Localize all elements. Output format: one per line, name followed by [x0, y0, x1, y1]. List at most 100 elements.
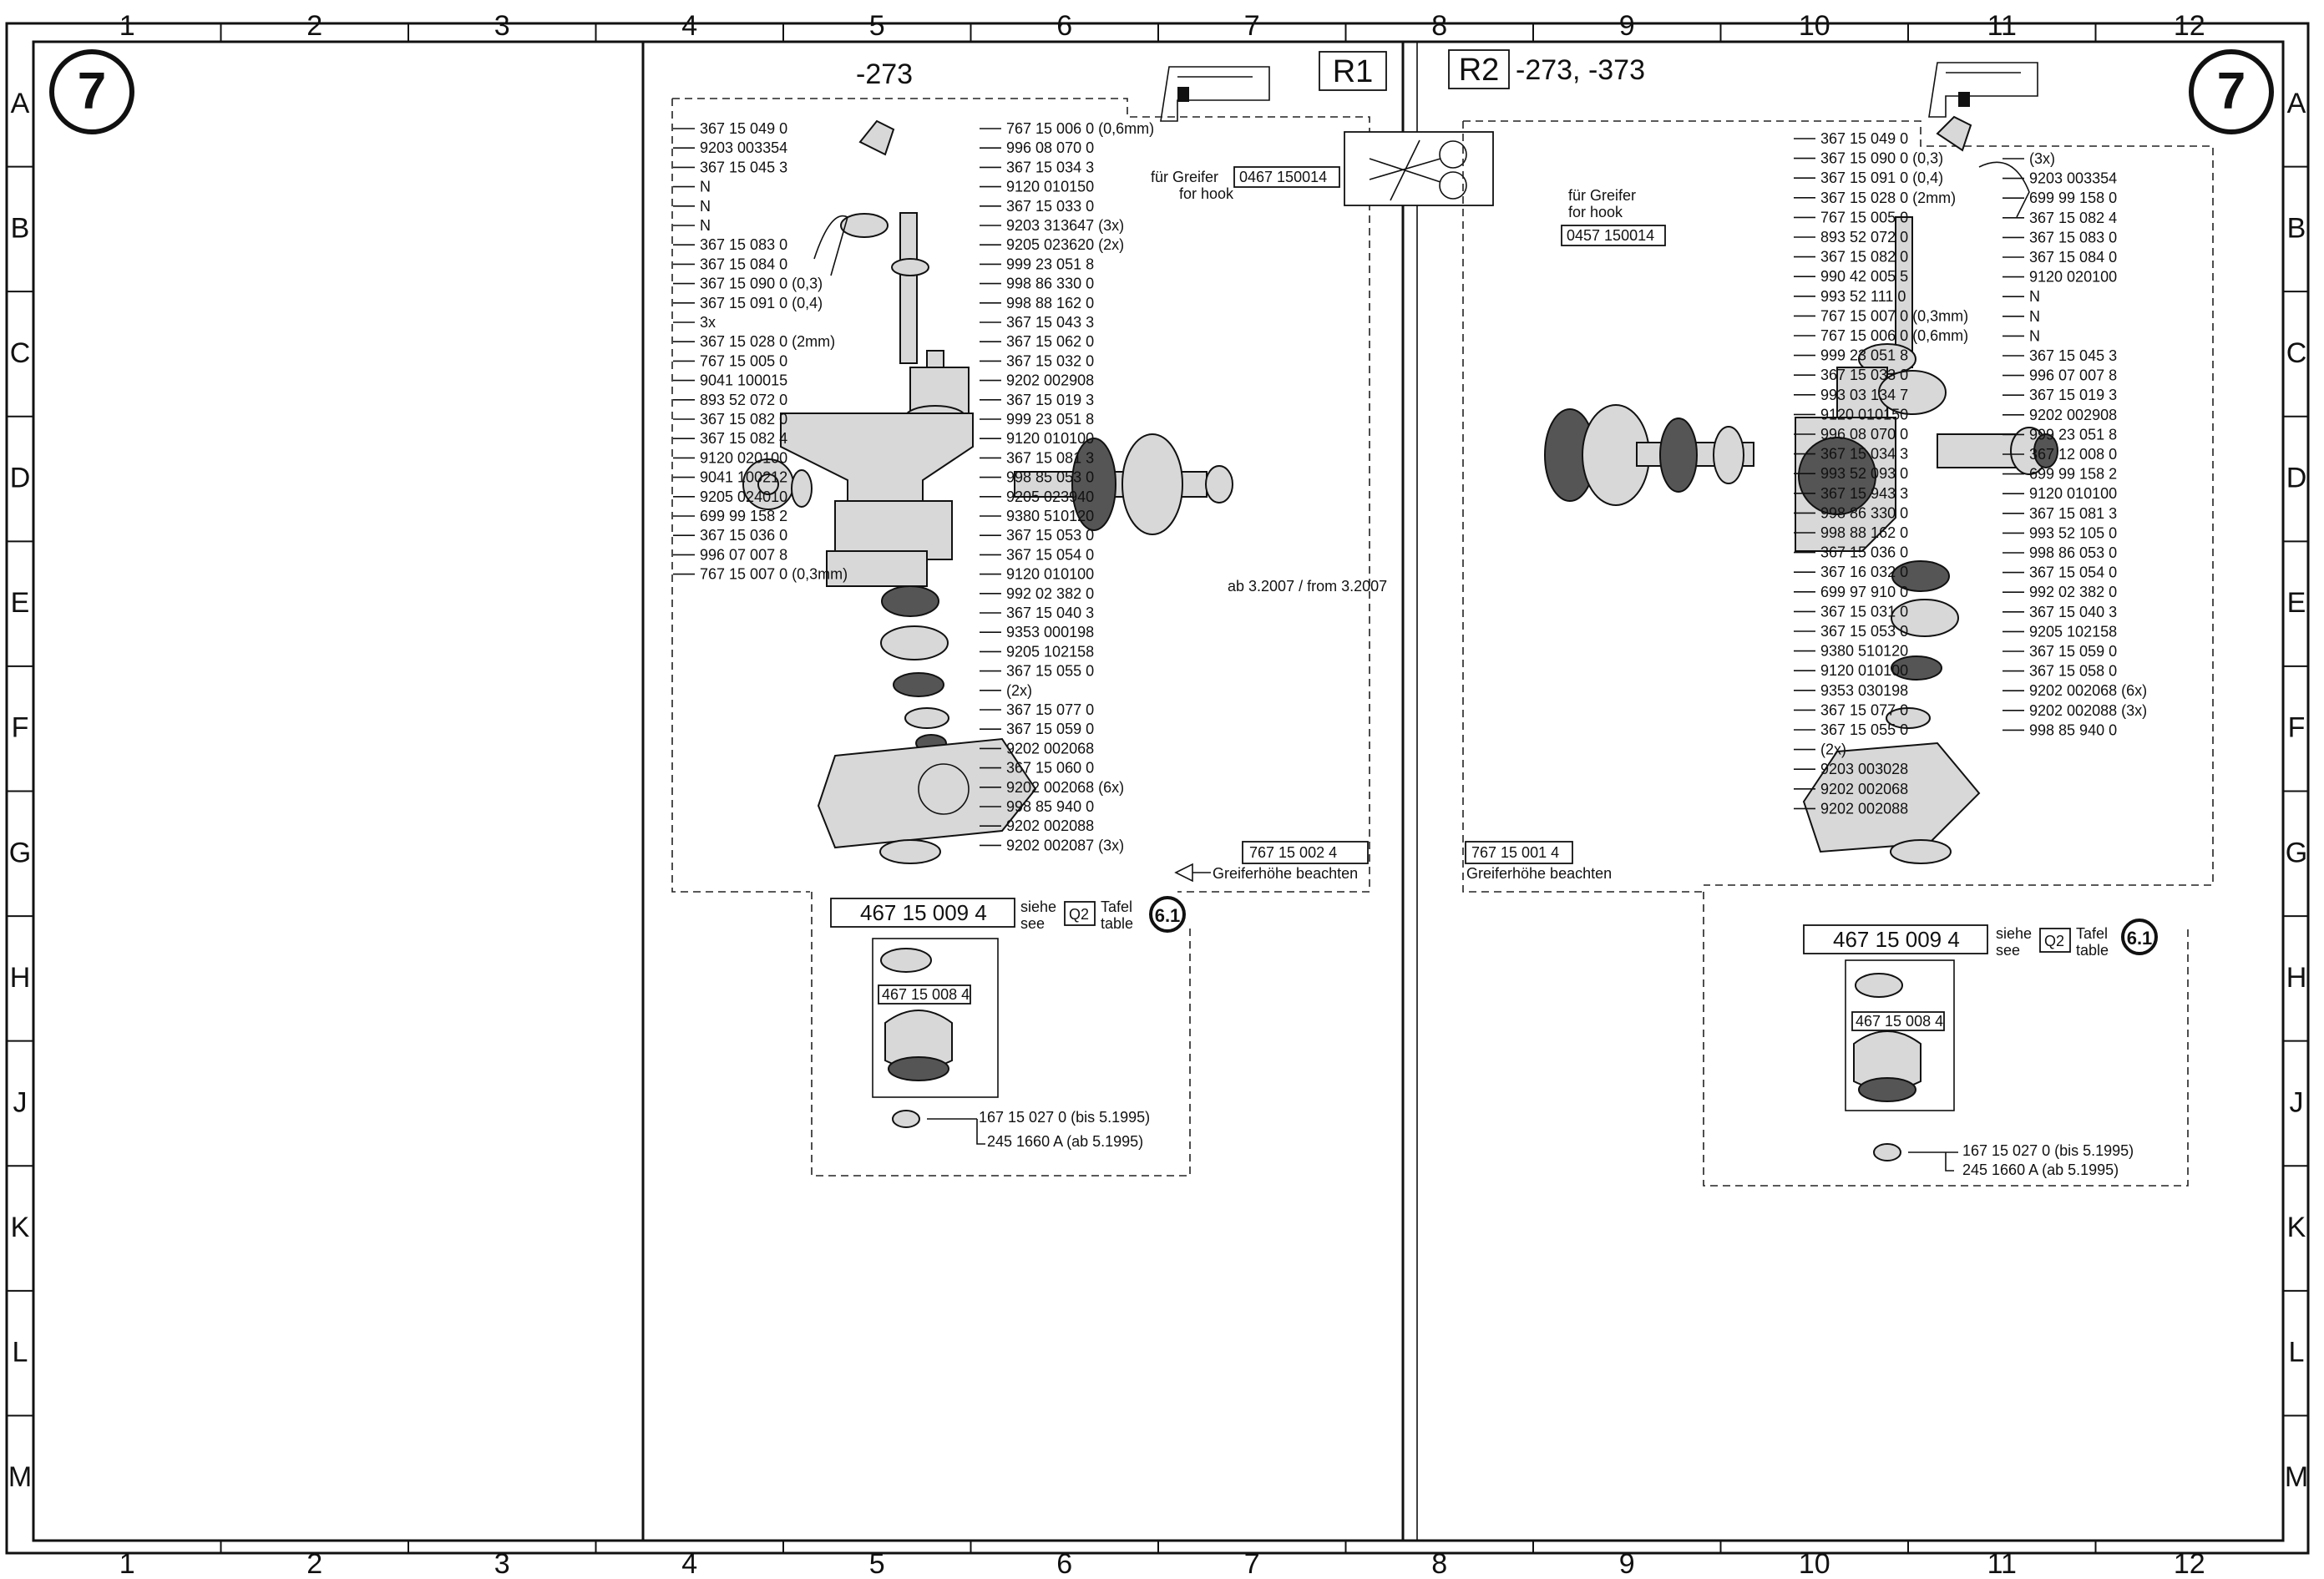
row-label: C [10, 337, 31, 369]
part-label: 367 15 034 3 [1006, 159, 1094, 175]
part-label: N [2029, 308, 2040, 325]
part-label: N [700, 198, 711, 215]
hook-assembly-icon [880, 948, 953, 1081]
column-label: 6 [1056, 10, 1072, 42]
badge-r1-text: R1 [1333, 54, 1374, 89]
part-label: 367 15 058 0 [2029, 663, 2117, 680]
part-label: 367 15 040 3 [2029, 604, 2117, 620]
part-label: 367 15 059 0 [2029, 643, 2117, 660]
part-label: 367 15 077 0 [1006, 701, 1094, 718]
column-label: 5 [869, 10, 885, 42]
sub-inner-r2: 467 15 008 4 [1856, 1013, 1943, 1030]
part-label: 996 08 070 0 [1006, 139, 1094, 156]
row-label: L [13, 1337, 28, 1369]
part-label: 367 15 077 0 [1820, 701, 1908, 718]
part-label: N [2029, 288, 2040, 305]
part-label: 993 52 111 0 [1820, 288, 1906, 305]
part-label: 367 15 049 0 [1820, 130, 1908, 147]
part-label: 9120 010150 [1820, 406, 1908, 423]
hook-note-en: for hook [1179, 185, 1234, 202]
part-label: 367 15 053 0 [1006, 527, 1094, 544]
sub-part-box-r1 [830, 898, 1015, 928]
page-number-right: 7 [2189, 49, 2274, 134]
part-label: 9380 510120 [1006, 508, 1094, 524]
part-label: 998 86 053 0 [2029, 544, 2117, 561]
column-label: 3 [494, 10, 510, 42]
part-label: 367 15 090 0 (0,3) [700, 276, 823, 292]
part-label: 9203 313647 (3x) [1006, 217, 1124, 234]
column-label: 7 [1244, 10, 1260, 42]
hook-note-de: für Greifer [1151, 169, 1218, 185]
part-label: 367 15 091 0 (0,4) [1820, 170, 1943, 186]
column-label: 11 [1987, 10, 2017, 42]
part-label: 998 88 162 0 [1820, 524, 1908, 541]
part-label: 9120 010100 [1820, 662, 1908, 679]
part-label: 9205 102158 [1006, 643, 1094, 660]
column-label: 9 [1619, 1548, 1635, 1579]
row-label: A [11, 88, 30, 119]
column-label: 8 [1431, 1548, 1447, 1579]
part-label: 9202 002087 (3x) [1006, 837, 1124, 853]
part-label: 367 15 055 0 [1006, 663, 1094, 680]
part-label: 999 23 051 8 [1820, 347, 1908, 364]
model-label-r1: -273 [856, 58, 913, 90]
hook-height-r1: Greiferhöhe beachten [1213, 865, 1358, 882]
row-label: K [11, 1212, 30, 1243]
part-label: 9202 002068 (6x) [2029, 682, 2147, 699]
bobbin-a-r1: 167 15 027 0 (bis 5.1995) [979, 1109, 1150, 1126]
row-label: F [12, 712, 29, 744]
machine-thumbnail-icon [1928, 62, 2038, 118]
part-label: 9120 020100 [2029, 269, 2117, 286]
part-label: 367 15 059 0 [1006, 721, 1094, 737]
part-label: 993 52 093 0 [1820, 465, 1908, 482]
part-label: 999 23 051 8 [2029, 426, 2117, 443]
row-label: G [9, 837, 31, 868]
part-label: 699 99 158 2 [700, 508, 787, 524]
sub-part-r2: 467 15 009 4 [1833, 927, 1960, 952]
part-label: 367 15 054 0 [1006, 546, 1094, 563]
sub-inner-frame-r1 [872, 938, 999, 1098]
part-label: 367 15 081 3 [1006, 449, 1094, 466]
part-label: 893 52 072 0 [1820, 229, 1908, 245]
part-label: 367 15 081 3 [2029, 505, 2117, 522]
column-label: 12 [2174, 1548, 2205, 1579]
hook-note-en-r2: for hook [1568, 204, 1623, 220]
hook-height-r2: Greiferhöhe beachten [1466, 865, 1612, 882]
hook-part-box [1233, 166, 1340, 188]
part-label: 998 85 940 0 [2029, 721, 2117, 738]
part-label: 996 07 007 8 [2029, 367, 2117, 384]
row-label: H [10, 962, 31, 994]
row-label: G [2286, 837, 2307, 868]
part-label: 9202 002068 (6x) [1006, 779, 1124, 796]
part-label: 767 15 005 0 [1820, 209, 1908, 225]
svg-text:7: 7 [2217, 63, 2246, 120]
part-label: 367 15 062 0 [1006, 333, 1094, 350]
sub-part-box-r2 [1803, 924, 1988, 954]
row-label: E [2287, 587, 2306, 619]
part-label: 367 15 084 0 [2029, 249, 2117, 266]
column-label: 11 [1987, 1548, 2017, 1579]
hook-part-r2: 0457 150014 [1567, 227, 1654, 244]
part-label: 998 88 162 0 [1006, 295, 1094, 311]
part-label: 367 15 083 0 [2029, 229, 2117, 245]
part-label: 9202 002088 [1006, 817, 1094, 834]
part-label: 367 15 060 0 [1006, 760, 1094, 777]
part-label: 9202 002908 [2029, 407, 2117, 423]
panel-r2: R2 -273, -373 für Greifer for hook 0457 … [1448, 49, 2214, 1187]
part-label: 998 85 053 0 [1006, 469, 1094, 486]
part-label: 999 23 051 8 [1006, 256, 1094, 272]
model-label-r2: -273, -373 [1516, 54, 1645, 86]
column-label: 10 [1799, 1548, 1830, 1579]
part-label: 9202 002068 [1006, 740, 1094, 757]
scissors-icon [1369, 139, 1467, 201]
part-label: 367 15 028 0 (2mm) [700, 333, 835, 350]
column-label: 4 [681, 1548, 697, 1579]
part-label: 367 12 008 0 [2029, 446, 2117, 463]
ref-r1: Q2 [1069, 906, 1089, 923]
row-label: M [8, 1461, 32, 1493]
part-label: 9205 024010 [700, 488, 787, 505]
part-label: 9120 020100 [700, 449, 787, 466]
